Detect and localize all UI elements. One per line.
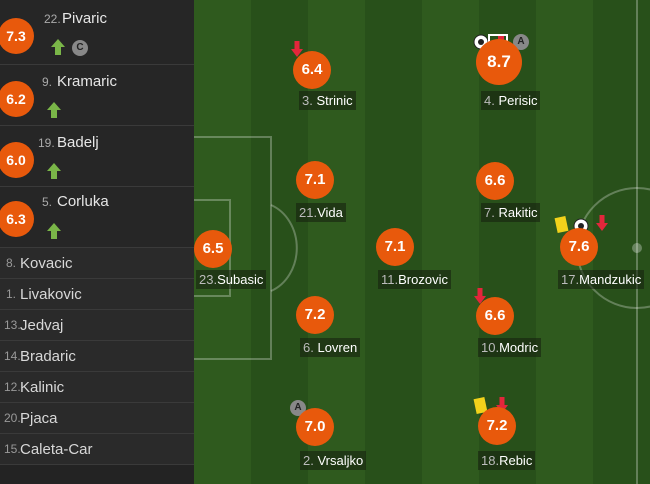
sub-on-arrow-icon (47, 223, 61, 239)
player-name: Caleta-Car (20, 441, 93, 458)
rating-badge: 7.6 (560, 228, 598, 266)
player-label: 3. Strinic (299, 91, 356, 110)
sub-off-arrow-icon (291, 41, 303, 57)
rating-badge: 7.2 (478, 407, 516, 445)
player-name: Kovacic (20, 255, 73, 272)
bench-row-caleta-car[interactable]: 15. Caleta-Car (0, 434, 194, 465)
bench-row-jedvaj[interactable]: 13. Jedvaj (0, 310, 194, 341)
substitutes-panel: 7.3 22. Pivaric C 6.2 9. Kramaric 6.0 19… (0, 0, 194, 484)
pitch: 6.4 3. Strinic A 8.7 4. Perisic 7.1 21.V… (194, 0, 650, 484)
rating-badge: 7.1 (376, 228, 414, 266)
shirt-number: 1. (6, 287, 17, 301)
bench-row-kovacic[interactable]: 8. Kovacic (0, 248, 194, 279)
rating-badge: 6.2 (0, 81, 34, 117)
shirt-number: 20. (4, 411, 21, 425)
rating-badge: 7.0 (296, 408, 334, 446)
player-name: Livakovic (20, 286, 82, 303)
bench-row-pjaca[interactable]: 20. Pjaca (0, 403, 194, 434)
player-name: Jedvaj (20, 317, 64, 334)
bench-row-bradaric[interactable]: 14. Bradaric (0, 341, 194, 372)
rating-badge: 7.3 (0, 18, 34, 54)
shirt-number: 5. (42, 195, 53, 209)
bench-row-kalinic[interactable]: 12. Kalinic (0, 372, 194, 403)
rating-badge: 7.2 (296, 296, 334, 334)
shirt-number: 14. (4, 349, 21, 363)
player-label: 18.Rebic (478, 451, 536, 470)
sub-row-badelj[interactable]: 6.0 19. Badelj (0, 126, 194, 187)
shirt-number: 13. (4, 318, 21, 332)
player-name: Bradaric (20, 348, 76, 365)
sub-on-arrow-icon (47, 102, 61, 118)
shirt-number: 19. (38, 136, 55, 150)
sub-on-arrow-icon (51, 39, 65, 55)
player-label: 11.Brozovic (378, 270, 451, 289)
player-name: Corluka (57, 193, 109, 210)
bench-row-livakovic[interactable]: 1. Livakovic (0, 279, 194, 310)
rating-badge: 8.7 (476, 39, 522, 85)
rating-badge: 7.1 (296, 161, 334, 199)
player-label: 2. Vrsaljko (300, 451, 367, 470)
captain-badge-icon: C (72, 40, 88, 56)
sub-on-arrow-icon (47, 163, 61, 179)
sub-row-corluka[interactable]: 6.3 5. Corluka (0, 187, 194, 248)
rating-badge: 6.6 (476, 162, 514, 200)
player-label: 10.Modric (478, 338, 542, 357)
player-label: 17.Mandzukic (558, 270, 645, 289)
player-name: Pivaric (62, 10, 108, 27)
rating-badge: 6.6 (476, 297, 514, 335)
sub-off-arrow-icon (596, 215, 608, 231)
rating-badge: 6.4 (293, 51, 331, 89)
shirt-number: 9. (42, 75, 53, 89)
player-label: 23.Subasic (196, 270, 267, 289)
shirt-number: 12. (4, 380, 21, 394)
player-name: Badelj (57, 134, 99, 151)
player-name: Kalinic (20, 379, 65, 396)
rating-badge: 6.5 (194, 230, 232, 268)
assist-badge-icon: A (513, 34, 529, 50)
rating-badge: 6.0 (0, 142, 34, 178)
sub-row-pivaric[interactable]: 7.3 22. Pivaric C (0, 0, 194, 65)
shirt-number: 15. (4, 442, 21, 456)
player-label: 4. Perisic (481, 91, 541, 110)
player-name: Kramaric (57, 73, 118, 90)
player-label: 7. Rakitic (481, 203, 541, 222)
player-label: 21.Vida (296, 203, 346, 222)
sub-row-kramaric[interactable]: 6.2 9. Kramaric (0, 65, 194, 126)
player-label: 6. Lovren (300, 338, 361, 357)
shirt-number: 8. (6, 256, 17, 270)
rating-badge: 6.3 (0, 201, 34, 237)
shirt-number: 22. (44, 12, 61, 26)
player-name: Pjaca (20, 410, 58, 427)
